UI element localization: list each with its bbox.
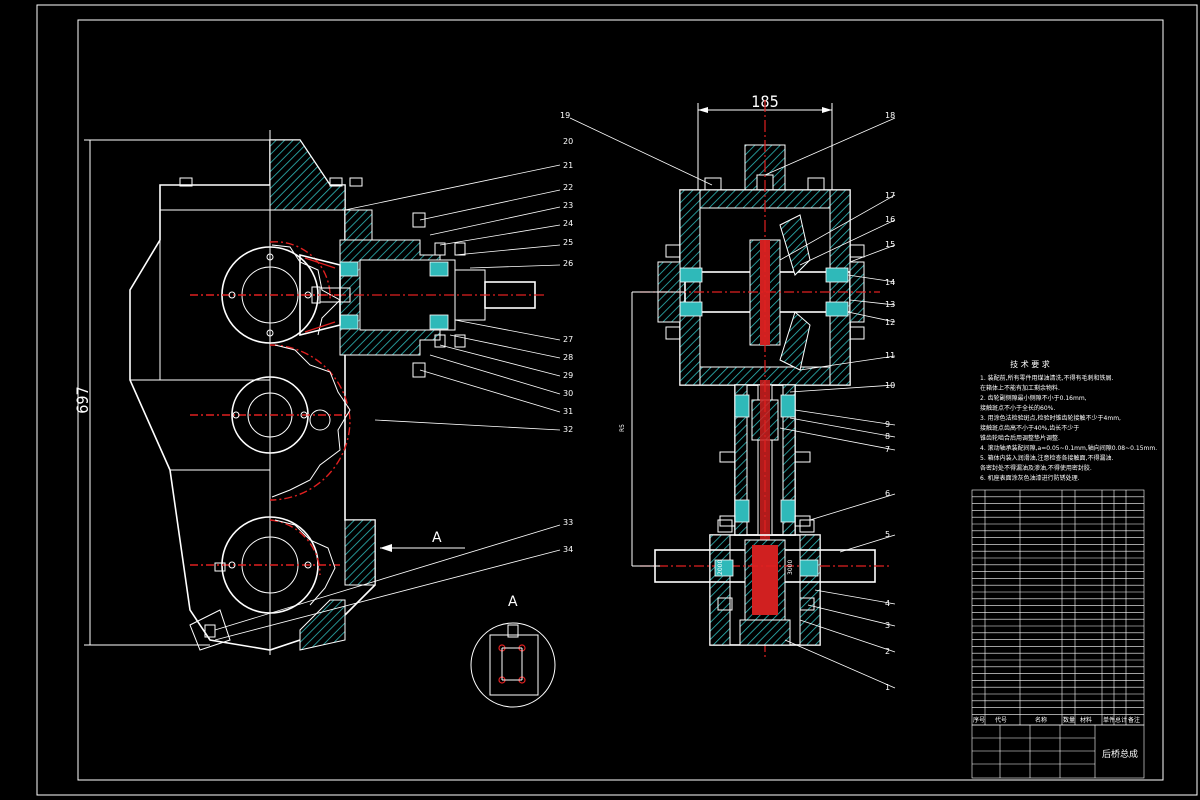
tech-req-line-11: 6. 机座表面涂灰色油漆进行防锈处理. — [980, 474, 1080, 482]
section-view-a: A — [470, 594, 556, 708]
shaft-note-right: 3000 — [787, 560, 794, 575]
left-view-leaders: 20 21 22 23 24 25 26 27 28 29 30 31 32 3… — [214, 137, 573, 641]
balloon-22: 22 — [563, 183, 573, 192]
table-header-qty: 数量 — [1063, 716, 1075, 724]
table-header-remark: 备注 — [1128, 716, 1140, 724]
tech-req-line-7: 锥齿轮啮合后用调整垫片调整. — [980, 434, 1060, 442]
tech-req-line-6: 接触斑点齿高不小于40%,齿长不少于 — [980, 424, 1079, 432]
table-header-material: 材料 — [1080, 716, 1092, 724]
balloon-18: 18 — [885, 111, 895, 120]
balloon-2: 2 — [885, 647, 890, 656]
balloon-1: 1 — [885, 683, 890, 692]
balloon-15: 15 — [885, 240, 895, 249]
balloon-8: 8 — [885, 432, 890, 441]
right-section-view: 185 — [619, 92, 890, 660]
section-marker: A — [380, 530, 465, 552]
input-shaft-assembly — [299, 212, 545, 378]
drawing-title: 后桥总成 — [1102, 748, 1138, 760]
balloon-27: 27 — [563, 335, 573, 344]
outer-border — [36, 4, 1198, 796]
balloon-7: 7 — [885, 445, 890, 454]
balloon-33: 33 — [563, 518, 573, 527]
tech-requirements: 技 术 要 求 1. 装配前,所有零件用煤油清洗,不得有毛刺和铁屑. 在箱体上不… — [980, 359, 1157, 482]
balloon-10: 10 — [885, 381, 895, 390]
balloon-11: 11 — [885, 351, 895, 360]
balloon-19: 19 — [560, 111, 570, 120]
balloon-23: 23 — [563, 201, 573, 210]
tech-req-line-2: 在箱体上不能有加工剩余物料. — [980, 384, 1060, 392]
balloon-6: 6 — [885, 489, 890, 498]
balloon-26: 26 — [563, 259, 573, 268]
inner-border — [77, 19, 1164, 781]
balloon-29: 29 — [563, 371, 573, 380]
table-header-name: 名称 — [1035, 716, 1047, 724]
overall-height-dim: 697 — [73, 386, 92, 413]
balloon-13: 13 — [885, 300, 895, 309]
balloon-34: 34 — [563, 545, 573, 554]
balloon-25: 25 — [563, 238, 573, 247]
shaft-note-left: 2000 — [717, 560, 724, 575]
left-housing-view: 697 — [73, 130, 376, 655]
table-header-unit: 单件 — [1103, 716, 1115, 724]
balloon-5: 5 — [885, 530, 890, 539]
table-header-total: 总计 — [1115, 716, 1127, 724]
balloon-30: 30 — [563, 389, 573, 398]
tech-req-line-9: 5. 箱体内装入润滑油,注意检查各接触面,不得漏油. — [980, 454, 1113, 462]
balloon-32: 32 — [563, 425, 573, 434]
table-header-no: 序号 — [973, 716, 985, 724]
balloon-21: 21 — [563, 161, 573, 170]
table-header-code: 代号 — [995, 716, 1007, 724]
parts-table: 序号 代号 名称 数量 材料 单件 总计 备注 后桥总成 — [971, 489, 1145, 779]
balloon-31: 31 — [563, 407, 573, 416]
balloon-4: 4 — [885, 599, 890, 608]
tech-req-line-8: 4. 滚动轴承装配间隙,a=0.05~0.1mm,轴向间隙0.08~0.15mm… — [980, 444, 1157, 452]
balloon-9: 9 — [885, 420, 890, 429]
tech-req-title: 技 术 要 求 — [1010, 359, 1050, 369]
tech-req-line-10: 各密封处不得漏油及渗油,不得使用密封胶. — [980, 464, 1092, 472]
balloon-17: 17 — [885, 191, 895, 200]
right-view-leaders: 19 18 17 16 15 14 13 12 11 10 9 8 7 6 5 … — [560, 111, 896, 692]
inner-dim: R5 — [619, 424, 626, 432]
balloon-28: 28 — [563, 353, 573, 362]
tech-req-line-5: 3. 用涂色法检验斑点,检验时锥齿轮接触不少于4mm, — [980, 414, 1121, 422]
tech-req-line-1: 1. 装配前,所有零件用煤油清洗,不得有毛刺和铁屑. — [980, 374, 1113, 382]
balloon-12: 12 — [885, 318, 895, 327]
balloon-14: 14 — [885, 278, 895, 287]
tech-req-line-4: 接触斑点不小于全长的60%. — [980, 404, 1055, 412]
tech-req-line-3: 2. 齿轮副侧隙最小侧隙不小于0.16mm, — [980, 394, 1087, 402]
section-marker-label: A — [432, 530, 442, 546]
balloon-3: 3 — [885, 621, 890, 630]
balloon-20: 20 — [563, 137, 573, 146]
section-view-label: A — [508, 594, 518, 610]
balloon-24: 24 — [563, 219, 573, 228]
balloon-16: 16 — [885, 215, 895, 224]
